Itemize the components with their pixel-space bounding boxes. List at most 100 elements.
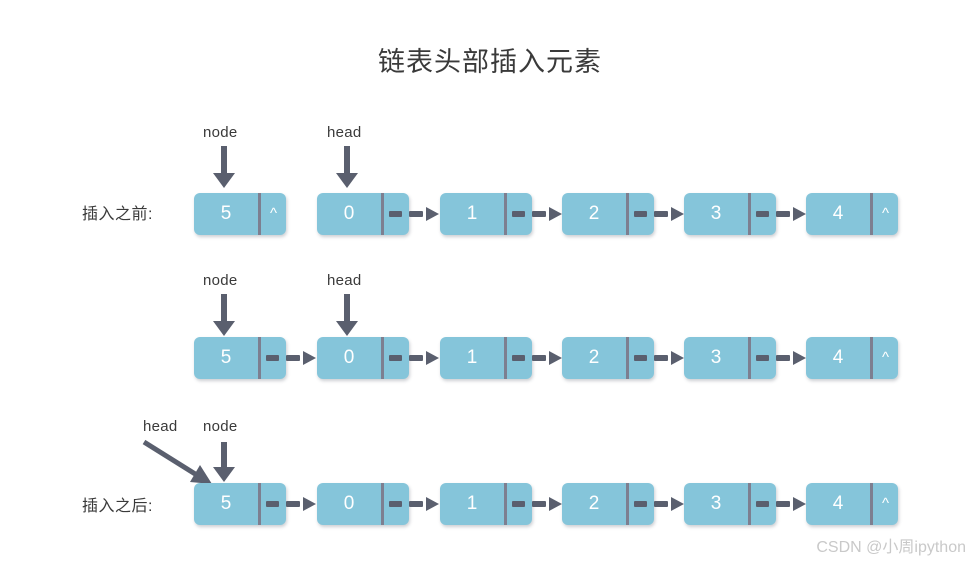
node-next-pointer bbox=[512, 501, 525, 507]
link-arrow-icon bbox=[532, 207, 563, 221]
node-box[interactable]: 1 bbox=[440, 483, 532, 525]
node-value: 1 bbox=[466, 493, 478, 514]
row-after: 插入之后: head node 5 0 1 2 bbox=[0, 412, 980, 532]
node-next-pointer bbox=[389, 355, 402, 361]
pointer-label-head: head bbox=[327, 272, 362, 289]
node-value: 1 bbox=[466, 203, 478, 224]
node-value: 0 bbox=[343, 493, 355, 514]
pointer-arrow-node-icon bbox=[213, 146, 235, 188]
node-divider bbox=[870, 337, 873, 379]
link-arrow-icon bbox=[532, 351, 563, 365]
node-next-pointer bbox=[634, 501, 647, 507]
link-arrow-icon bbox=[654, 351, 685, 365]
node-value: 4 bbox=[832, 203, 844, 224]
node-next-null: ^ bbox=[881, 349, 890, 366]
node-divider bbox=[748, 483, 751, 525]
node-divider bbox=[504, 483, 507, 525]
node-box[interactable]: 2 bbox=[562, 193, 654, 235]
node-box[interactable]: 5 bbox=[194, 337, 286, 379]
node-value: 2 bbox=[588, 203, 600, 224]
node-value: 4 bbox=[832, 493, 844, 514]
node-value: 3 bbox=[710, 203, 722, 224]
node-divider bbox=[626, 193, 629, 235]
watermark: CSDN @小周ipython bbox=[816, 539, 966, 556]
link-arrow-icon bbox=[409, 207, 440, 221]
node-next-pointer bbox=[389, 501, 402, 507]
pointer-arrow-head-icon bbox=[142, 439, 212, 484]
pointer-arrow-head-icon bbox=[336, 146, 358, 188]
node-divider bbox=[626, 483, 629, 525]
node-divider bbox=[504, 337, 507, 379]
node-divider bbox=[258, 337, 261, 379]
link-arrow-icon bbox=[654, 497, 685, 511]
page-title: 链表头部插入元素 bbox=[378, 47, 602, 77]
node-next-pointer bbox=[756, 355, 769, 361]
node-value: 5 bbox=[220, 493, 232, 514]
node-divider bbox=[748, 337, 751, 379]
node-divider bbox=[870, 193, 873, 235]
node-value: 0 bbox=[343, 347, 355, 368]
node-box[interactable]: 3 bbox=[684, 483, 776, 525]
node-divider bbox=[870, 483, 873, 525]
link-arrow-icon bbox=[286, 351, 317, 365]
node-next-pointer bbox=[756, 501, 769, 507]
link-arrow-icon bbox=[532, 497, 563, 511]
node-value: 2 bbox=[588, 493, 600, 514]
node-value: 2 bbox=[588, 347, 600, 368]
node-box[interactable]: 2 bbox=[562, 337, 654, 379]
node-value: 0 bbox=[343, 203, 355, 224]
node-divider bbox=[748, 193, 751, 235]
node-value: 5 bbox=[220, 347, 232, 368]
row-label-before: 插入之前: bbox=[82, 206, 153, 223]
node-next-pointer bbox=[634, 355, 647, 361]
node-value: 1 bbox=[466, 347, 478, 368]
link-arrow-icon bbox=[776, 351, 807, 365]
pointer-label-head: head bbox=[327, 124, 362, 141]
node-value: 3 bbox=[710, 493, 722, 514]
node-box[interactable]: 5 bbox=[194, 483, 286, 525]
pointer-label-node: node bbox=[203, 418, 238, 435]
node-box[interactable]: 2 bbox=[562, 483, 654, 525]
node-box[interactable]: 5 ^ bbox=[194, 193, 286, 235]
node-box[interactable]: 4 ^ bbox=[806, 337, 898, 379]
node-divider bbox=[381, 193, 384, 235]
node-divider bbox=[626, 337, 629, 379]
node-box[interactable]: 0 bbox=[317, 483, 409, 525]
link-arrow-icon bbox=[409, 497, 440, 511]
node-divider bbox=[258, 193, 261, 235]
link-arrow-icon bbox=[776, 207, 807, 221]
node-box[interactable]: 1 bbox=[440, 337, 532, 379]
node-next-null: ^ bbox=[881, 495, 890, 512]
node-value: 4 bbox=[832, 347, 844, 368]
row-label-after: 插入之后: bbox=[82, 498, 153, 515]
link-arrow-icon bbox=[776, 497, 807, 511]
link-arrow-icon bbox=[654, 207, 685, 221]
row-before: 插入之前: node head 5 ^ 0 1 2 bbox=[0, 118, 980, 238]
node-next-pointer bbox=[266, 355, 279, 361]
pointer-arrow-node-icon bbox=[213, 294, 235, 336]
node-box[interactable]: 0 bbox=[317, 337, 409, 379]
pointer-label-node: node bbox=[203, 124, 238, 141]
node-next-pointer bbox=[756, 211, 769, 217]
node-box[interactable]: 1 bbox=[440, 193, 532, 235]
pointer-arrow-head-icon bbox=[336, 294, 358, 336]
node-box[interactable]: 3 bbox=[684, 193, 776, 235]
row-linking: node head 5 0 1 2 bbox=[0, 266, 980, 386]
node-next-pointer bbox=[512, 211, 525, 217]
link-arrow-icon bbox=[409, 351, 440, 365]
node-box[interactable]: 0 bbox=[317, 193, 409, 235]
node-box[interactable]: 3 bbox=[684, 337, 776, 379]
node-divider bbox=[381, 483, 384, 525]
node-divider bbox=[504, 193, 507, 235]
link-arrow-icon bbox=[286, 497, 317, 511]
node-box[interactable]: 4 ^ bbox=[806, 193, 898, 235]
node-next-pointer bbox=[634, 211, 647, 217]
node-divider bbox=[258, 483, 261, 525]
node-box[interactable]: 4 ^ bbox=[806, 483, 898, 525]
node-next-null: ^ bbox=[269, 205, 278, 222]
node-next-pointer bbox=[266, 501, 279, 507]
pointer-label-head: head bbox=[143, 418, 178, 435]
pointer-arrow-node-icon bbox=[213, 442, 235, 484]
node-value: 3 bbox=[710, 347, 722, 368]
node-next-pointer bbox=[389, 211, 402, 217]
